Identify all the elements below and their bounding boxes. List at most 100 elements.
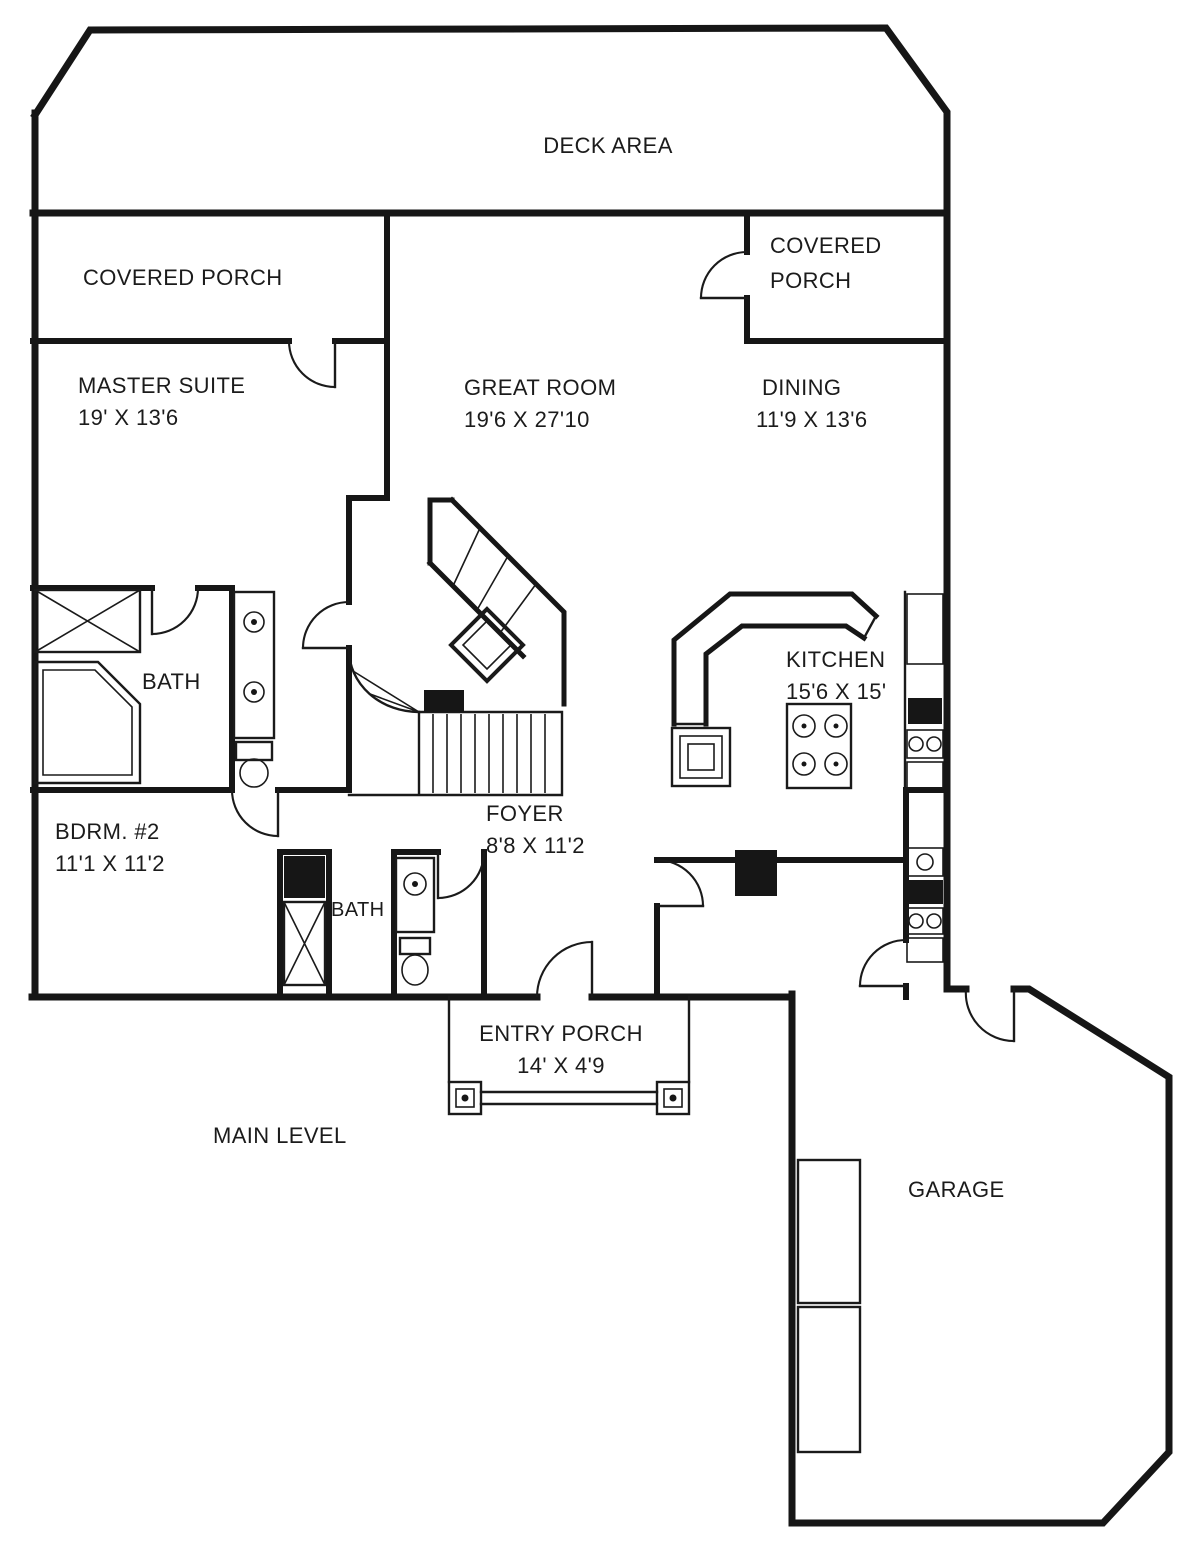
bedroom2-door-arc (230, 789, 279, 838)
garage-door-arc (964, 988, 1015, 1043)
shower (33, 588, 142, 654)
burner-3 (792, 752, 816, 776)
island-sink-mid (679, 735, 723, 779)
rear-vanity (906, 847, 944, 877)
interior-walls (30, 210, 950, 1000)
label-deck-area: DECK AREA (543, 133, 673, 158)
dims-master-suite: 19' X 13'6 (78, 405, 178, 430)
firebox-inner (461, 619, 513, 671)
porch-post-left (447, 1080, 483, 1116)
hall-vanity (394, 856, 436, 934)
garage-walls (788, 985, 1173, 1527)
label-covered-porch-left: COVERED PORCH (83, 265, 283, 290)
doors (150, 250, 1016, 1043)
corner-tub (33, 660, 142, 785)
kitchen-island-outer (671, 591, 880, 727)
stair-curve (347, 648, 421, 714)
hall-bath-fixtures (394, 856, 436, 986)
rear-hall-door-arc (858, 938, 907, 987)
master-bath-door-arc (151, 587, 200, 636)
burner-1-center (801, 723, 807, 729)
label-garage: GARAGE (908, 1177, 1005, 1202)
label-hall-bath: BATH (331, 899, 384, 921)
master-sink-1 (243, 611, 265, 633)
hall-sink-drain (412, 881, 418, 887)
master-vanity (232, 590, 276, 740)
room-labels: DECK AREA COVERED PORCH COVERED PORCH MA… (55, 133, 1005, 1202)
label-kitchen: KITCHEN (786, 647, 885, 672)
linen-closet (282, 900, 327, 987)
master-bath-fixtures (33, 588, 276, 788)
stair-winders (352, 670, 420, 713)
label-entry-porch: ENTRY PORCH (479, 1021, 643, 1046)
utility (735, 850, 777, 896)
firebox-outer (448, 606, 526, 684)
burner-4-center (833, 761, 839, 767)
kitchen-island-ends (672, 614, 878, 726)
hall-toilet-bowl (401, 954, 429, 986)
porch-post-left-center (461, 1094, 469, 1102)
linen-laundry (282, 856, 327, 987)
furnace-unit (735, 850, 777, 896)
rear-fixture (906, 907, 944, 935)
garage-outline (788, 985, 1173, 1527)
master-suite-door-arc (287, 340, 336, 389)
utility-door-arc (656, 858, 705, 907)
master-sink-1-drain (251, 619, 257, 625)
counter-cabinet-2 (906, 761, 944, 789)
stair-hall-door-arc (301, 600, 350, 649)
hall-toilet-tank (398, 936, 432, 956)
dims-foyer: 8'8 X 11'2 (486, 833, 585, 858)
counter-sink-1 (908, 736, 924, 752)
label-great-room: GREAT ROOM (464, 375, 616, 400)
dims-bedroom-2: 11'1 X 11'2 (55, 851, 165, 876)
front-entry-door-arc (535, 940, 593, 998)
porch-right-door-arc (699, 250, 748, 299)
label-foyer: FOYER (486, 801, 564, 826)
hall-bath-door-arc (437, 851, 486, 900)
counter-sink-cabinet (906, 729, 944, 759)
burner-2 (824, 714, 848, 738)
dims-kitchen: 15'6 X 15' (786, 679, 886, 704)
fireplace-chase (426, 496, 567, 707)
porch-post-right-center (669, 1094, 677, 1102)
island-sink-basin (687, 743, 715, 771)
fireplace (426, 496, 567, 707)
burner-3-center (801, 761, 807, 767)
master-toilet-bowl (239, 758, 269, 788)
garage-storage-upper (796, 1158, 862, 1305)
rear-sink (916, 853, 934, 871)
counter-cabinet-1 (906, 593, 944, 665)
porch-post-left-inner (455, 1088, 475, 1108)
fireplace-hatch (452, 527, 537, 634)
porch-post-right (655, 1080, 691, 1116)
linen-closet-x (283, 901, 326, 986)
entry-porch (447, 995, 691, 1116)
deck-and-right-wall (30, 24, 951, 990)
utility-walls (654, 787, 950, 1000)
rear-fixture-knob-1 (908, 913, 924, 929)
master-toilet-tank (234, 740, 274, 762)
stair-note-box (424, 690, 464, 712)
kitchen-fixtures (670, 590, 944, 963)
range (785, 702, 853, 790)
burner-1 (792, 714, 816, 738)
stair-risers (432, 714, 546, 793)
rear-appliance (907, 880, 943, 904)
label-master-suite: MASTER SUITE (78, 373, 245, 398)
dims-dining: 11'9 X 13'6 (756, 407, 867, 432)
label-master-bath: BATH (142, 669, 201, 694)
outer-walls (28, 24, 951, 1001)
garage-storage-lower (796, 1305, 862, 1454)
porch-right-walls (744, 210, 950, 344)
dishwasher (908, 698, 942, 724)
rear-fixture-knob-2 (926, 913, 942, 929)
laundry-unit (284, 856, 325, 898)
linen-closet-walls (277, 849, 332, 1000)
label-main-level: MAIN LEVEL (213, 1123, 347, 1148)
island-sink-outer (670, 726, 732, 788)
master-sink-2 (243, 681, 265, 703)
porch-post-right-inner (663, 1088, 683, 1108)
